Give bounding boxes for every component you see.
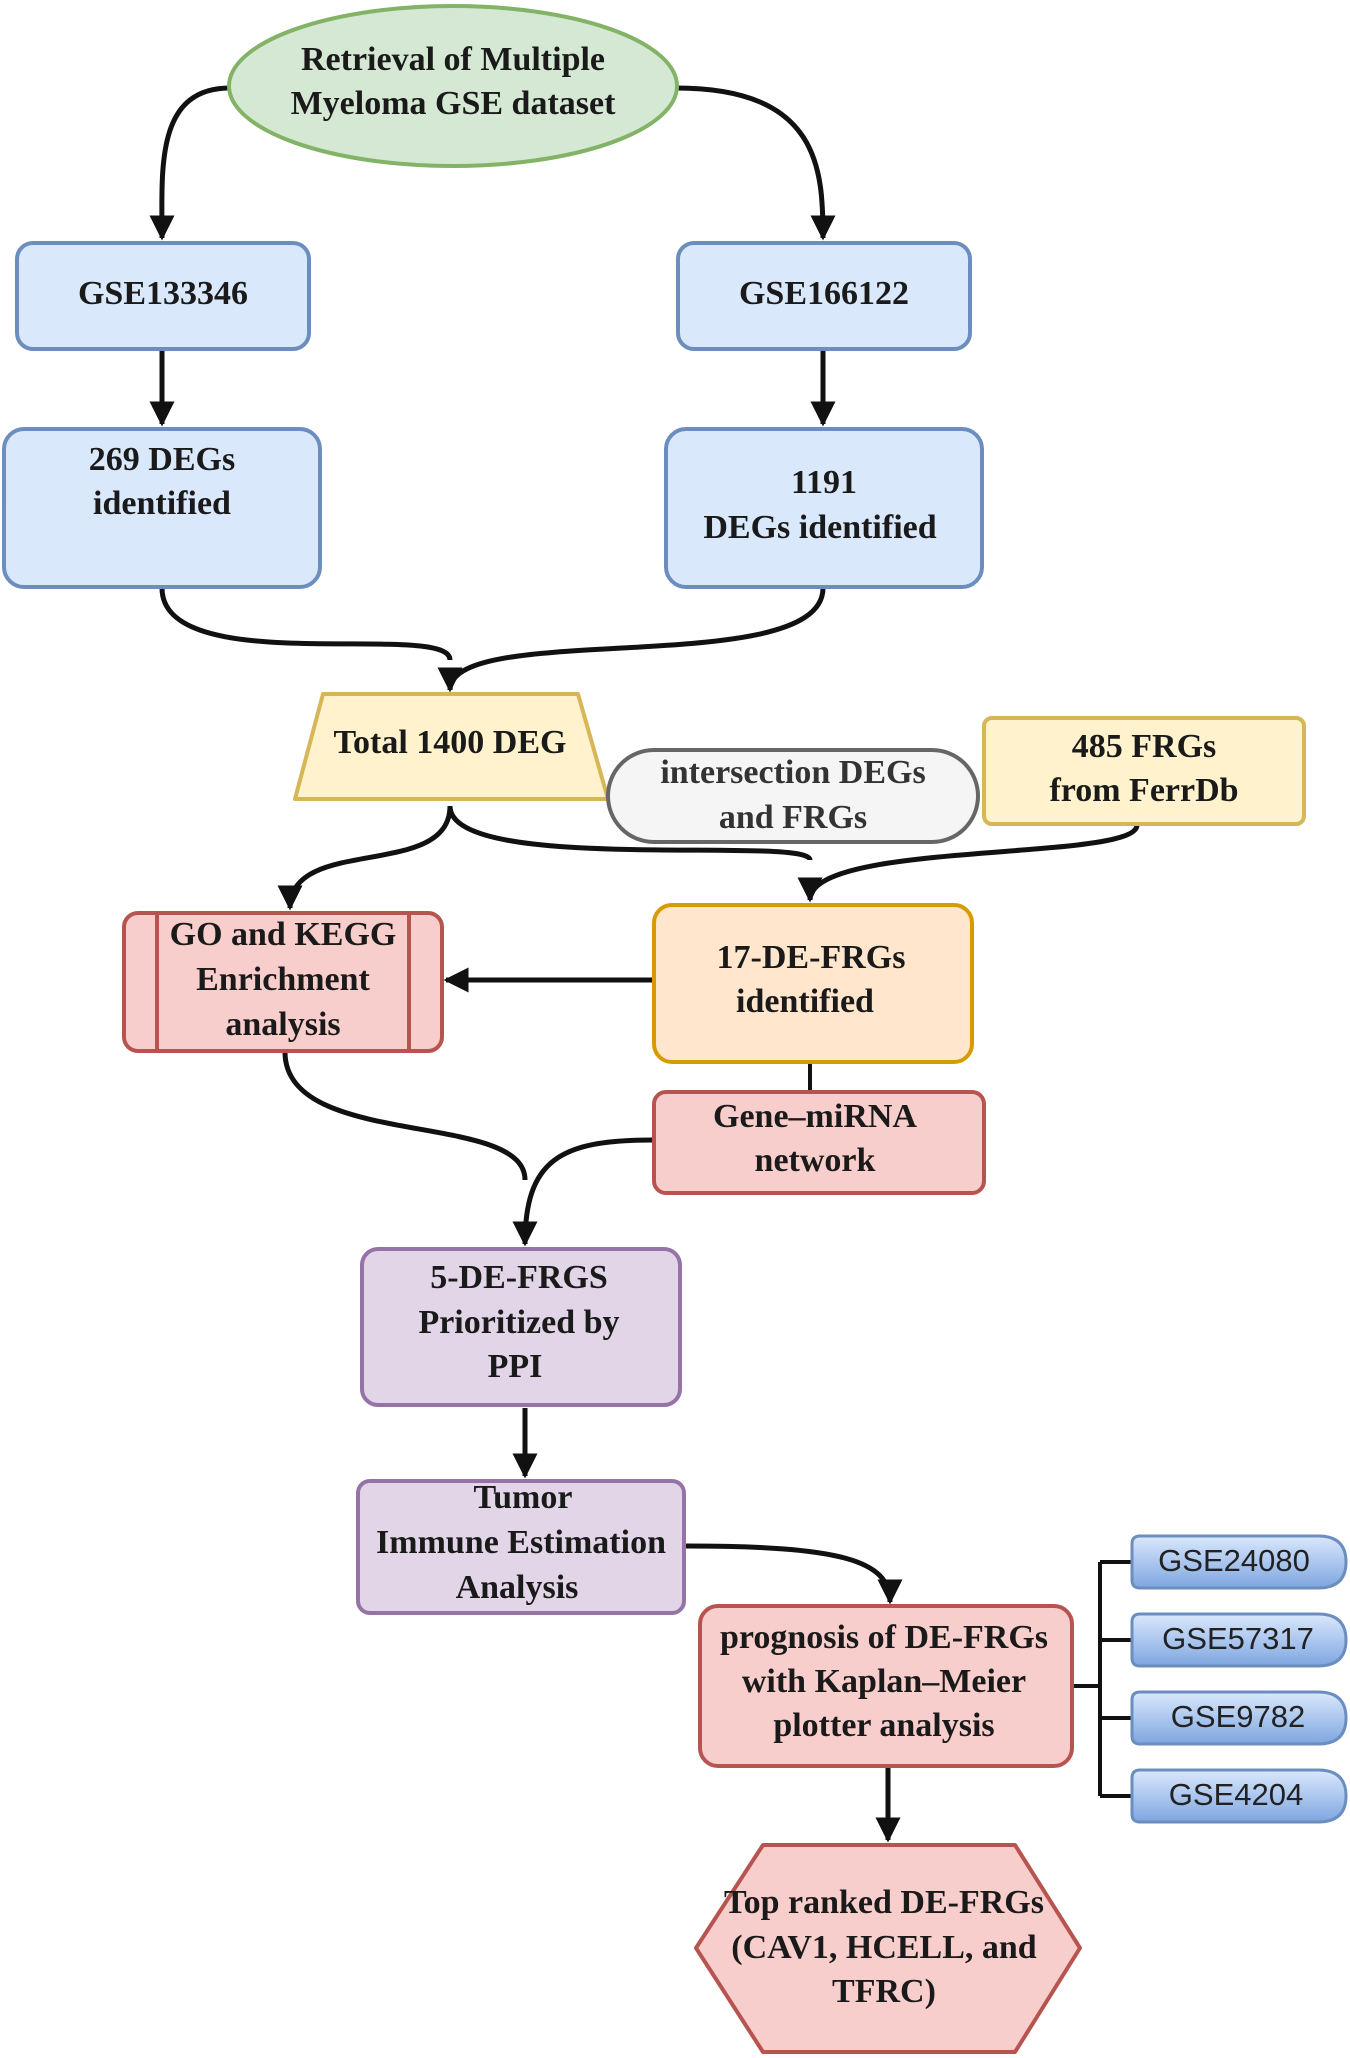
validation-datasets: GSE24080 GSE57317 GSE9782 GSE4204	[1130, 1534, 1348, 1824]
validation-dataset-gse24080-shape	[1130, 1534, 1348, 1590]
validation-dataset-gse9782-shape	[1130, 1690, 1348, 1746]
node-269-degs-line-1: 269 DEGs	[89, 441, 235, 478]
node-17-de-frgs-line-1: 17-DE-FRGs	[717, 939, 906, 976]
node-1191-degs-line-2: DEGs identified	[703, 509, 936, 546]
node-prognosis: prognosis of DE-FRGs with Kaplan–Meier p…	[698, 1604, 1074, 1768]
node-5-de-frgs-shape	[360, 1247, 682, 1407]
edge-genemirna-to-5defrgs	[512, 1137, 653, 1247]
node-1191-degs: 1191 DEGs identified	[664, 427, 984, 589]
validation-dataset-gse4204-shape	[1130, 1768, 1348, 1824]
node-top-ranked-line-3: TFRC)	[832, 1973, 936, 2010]
validation-dataset-gse24080-label: GSE24080	[1158, 1543, 1310, 1578]
node-5-de-frgs-line-3: PPI	[488, 1348, 543, 1385]
node-gene-mirna-shape	[652, 1090, 986, 1195]
node-269-degs-shape	[2, 427, 322, 589]
validation-dataset-gse57317-label: GSE57317	[1162, 1621, 1314, 1656]
edge-retrieval-to-gse133346	[149, 85, 231, 241]
edge-1191-to-total	[437, 587, 826, 693]
node-485-frgs-line-2: from FerrDb	[1049, 772, 1238, 809]
node-intersection: intersection DEGs and FRGs	[606, 748, 980, 844]
node-5-de-frgs-line-2: Prioritized by	[418, 1304, 619, 1341]
node-tumor-immune-line-2: Immune Estimation	[376, 1524, 666, 1561]
edge-gokegg-to-5defrgs	[282, 1051, 528, 1181]
node-tumor-immune-line-1: Tumor	[474, 1479, 573, 1516]
node-17-de-frgs: 17-DE-FRGs identified	[652, 903, 974, 1064]
edge-total-to-gokegg	[277, 805, 453, 911]
node-top-ranked-line-1: Top ranked DE-FRGs	[724, 1884, 1044, 1921]
node-1191-degs-line-1: 1191	[791, 464, 857, 501]
node-retrieval-line-2: Myeloma GSE dataset	[291, 85, 617, 122]
node-prognosis-shape	[698, 1604, 1074, 1768]
node-go-kegg-line-3: analysis	[225, 1006, 340, 1043]
edge-485-to-17defrgs	[797, 824, 1140, 903]
node-gse166122-shape	[676, 241, 972, 351]
edge-retrieval-to-gse166122	[675, 85, 836, 241]
node-intersection-line-1: intersection DEGs	[660, 754, 925, 791]
node-tumor-immune-shape	[356, 1479, 686, 1615]
node-top-ranked: Top ranked DE-FRGs (CAV1, HCELL, and TFR…	[694, 1843, 1082, 2054]
node-total-deg: Total 1400 DEG	[293, 692, 610, 801]
edge-269-to-total	[159, 587, 453, 661]
node-gse133346: GSE133346	[15, 241, 311, 351]
node-tumor-immune: Tumor Immune Estimation Analysis	[356, 1479, 686, 1615]
node-17-de-frgs-line-2: identified	[736, 983, 874, 1020]
node-retrieval-shape	[227, 4, 679, 168]
node-go-kegg-line-1: GO and KEGG	[170, 916, 397, 953]
node-retrieval: Retrieval of Multiple Myeloma GSE datase…	[227, 4, 679, 168]
validation-dataset-gse4204: GSE4204	[1130, 1768, 1348, 1824]
node-gse133346-line-1: GSE133346	[78, 275, 248, 312]
node-17-de-frgs-shape	[652, 903, 974, 1064]
node-retrieval-line-1: Retrieval of Multiple	[301, 41, 605, 78]
node-total-deg-line-1: Total 1400 DEG	[333, 724, 566, 761]
node-5-de-frgs-line-1: 5-DE-FRGS	[430, 1259, 608, 1296]
validation-dataset-gse24080: GSE24080	[1130, 1534, 1348, 1590]
node-intersection-shape	[606, 748, 980, 844]
node-go-kegg: GO and KEGG Enrichment analysis	[122, 911, 444, 1053]
edge-total-to-17defrgs	[447, 805, 813, 862]
node-gene-mirna-line-2: network	[755, 1142, 876, 1179]
validation-dataset-gse57317-shape	[1130, 1612, 1348, 1668]
node-5-de-frgs: 5-DE-FRGS Prioritized by PPI	[360, 1247, 682, 1407]
edge-tumor-to-prognosis	[684, 1543, 903, 1605]
node-tumor-immune-line-3: Analysis	[456, 1569, 579, 1606]
node-gse133346-shape	[15, 241, 311, 351]
node-269-degs: 269 DEGs identified	[2, 427, 322, 589]
node-prognosis-line-1: prognosis of DE-FRGs	[720, 1619, 1048, 1656]
node-1191-degs-shape	[664, 427, 984, 589]
validation-dataset-gse9782: GSE9782	[1130, 1690, 1348, 1746]
node-go-kegg-shape	[122, 911, 444, 1053]
node-gse166122: GSE166122	[676, 241, 972, 351]
node-prognosis-line-2: with Kaplan–Meier	[742, 1663, 1026, 1700]
validation-dataset-gse4204-label: GSE4204	[1169, 1777, 1303, 1812]
node-go-kegg-line-2: Enrichment	[196, 961, 370, 998]
node-gse166122-line-1: GSE166122	[739, 275, 909, 312]
node-top-ranked-line-2: (CAV1, HCELL, and	[731, 1929, 1037, 1966]
node-485-frgs: 485 FRGs from FerrDb	[982, 716, 1306, 826]
validation-dataset-gse9782-label: GSE9782	[1171, 1699, 1305, 1734]
node-intersection-line-2: and FRGs	[719, 799, 867, 836]
node-gene-mirna: Gene–miRNA network	[652, 1090, 986, 1195]
node-485-frgs-line-1: 485 FRGs	[1072, 728, 1217, 765]
validation-dataset-gse57317: GSE57317	[1130, 1612, 1348, 1668]
node-269-degs-line-2: identified	[93, 485, 231, 522]
edge-prognosis-to-gse-bracket	[1072, 1560, 1132, 1798]
node-top-ranked-shape	[694, 1843, 1082, 2054]
node-gene-mirna-line-1: Gene–miRNA	[713, 1098, 917, 1135]
node-485-frgs-shape	[982, 716, 1306, 826]
edges	[149, 85, 1140, 1843]
node-prognosis-line-3: plotter analysis	[773, 1707, 994, 1744]
